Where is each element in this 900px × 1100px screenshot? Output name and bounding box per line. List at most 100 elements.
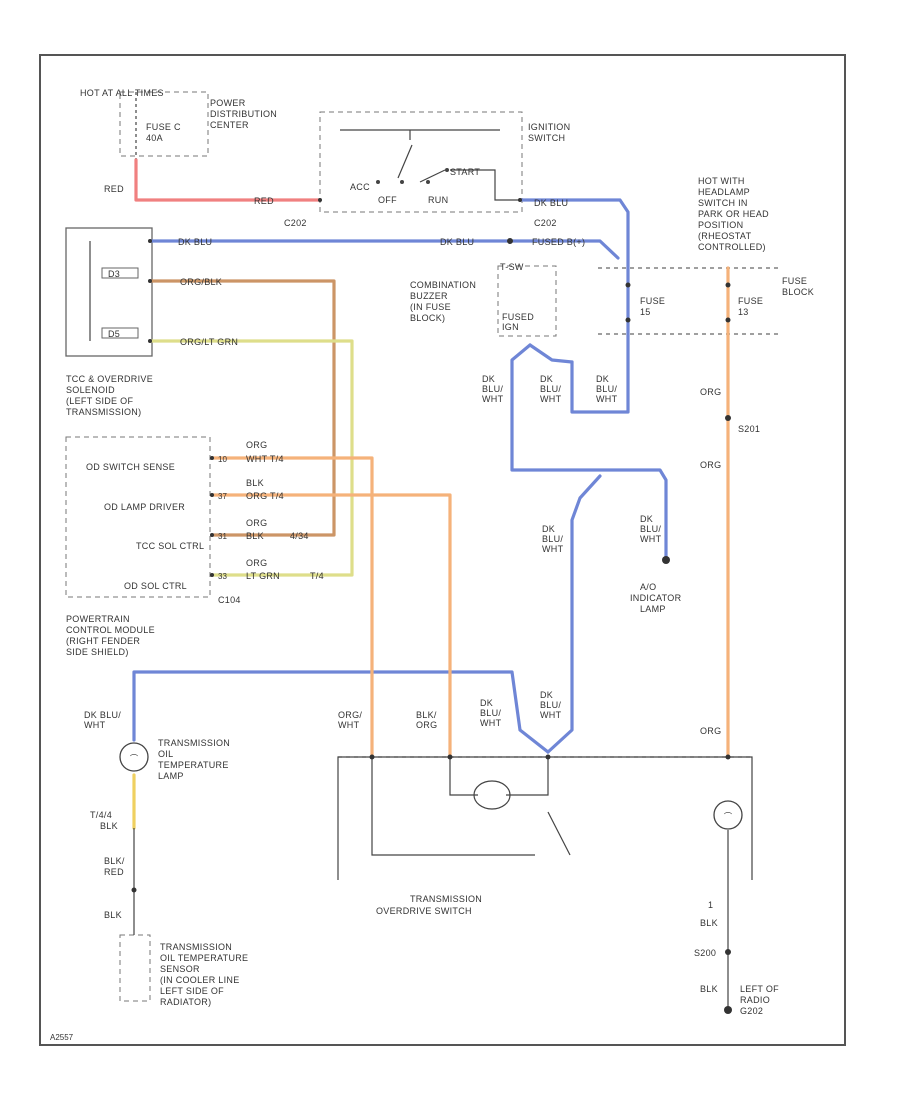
org-wht-wire <box>210 456 374 759</box>
tcc-coil-2 <box>101 327 139 339</box>
red-wire <box>134 158 322 202</box>
pin-10: 10 <box>218 455 227 464</box>
wire-org-4: ORG <box>246 558 267 568</box>
dk-blu-wht-wire-lamp <box>510 343 668 562</box>
od-switch-arm <box>547 811 571 856</box>
combination-buzzer-box <box>497 265 557 337</box>
tcc-coil-1 <box>101 267 139 279</box>
wire-wht-t4: WHT T/4 <box>246 454 284 464</box>
one-label: 1 <box>708 900 713 910</box>
wire-org-t4: ORG T/4 <box>246 491 284 501</box>
fused-b-label: FUSED B(+) <box>532 237 585 247</box>
splice-s201 <box>725 415 731 421</box>
od-internal-right <box>506 757 549 796</box>
pcm-box <box>65 436 211 598</box>
lamp-symbol-right: ⌒ <box>724 812 732 821</box>
ignition-out-line <box>450 169 520 201</box>
od-lamp-bulb <box>713 800 743 830</box>
off-label: OFF <box>378 195 397 205</box>
tcc-solenoid-box <box>65 227 153 357</box>
run-contact <box>426 180 430 184</box>
org-blk-wire <box>148 279 336 537</box>
dk-blu-top-label: DK BLU <box>534 198 568 208</box>
dk-blu-wht-buzzer-link <box>528 343 574 364</box>
oil-temp-sensor-box <box>119 934 151 1002</box>
wire-org-1: ORG <box>246 440 267 450</box>
power-distribution-center-box <box>119 91 209 157</box>
blk-label-1: BLK <box>104 910 122 920</box>
wire-blk-1: BLK <box>246 478 264 488</box>
pin-37: 37 <box>218 492 227 501</box>
ground-g202 <box>724 1006 732 1014</box>
fuse15-top <box>625 282 631 288</box>
fuse13-bottom <box>725 317 731 323</box>
off-contact <box>400 180 404 184</box>
fuse15-bottom <box>625 317 631 323</box>
od-resistor <box>473 780 511 810</box>
dk-blu-label-a: DK BLU <box>178 237 212 247</box>
pin-33: 33 <box>218 572 227 581</box>
wire-4-34: 4/34 <box>290 531 309 541</box>
diagram-frame <box>39 54 846 1046</box>
od-switch-outline <box>337 756 753 880</box>
dk-blu-label-b: DK BLU <box>440 237 474 247</box>
org-lt-grn-label: ORG/LT GRN <box>180 337 238 347</box>
pcm-tcc-sol-ctrl: TCC SOL CTRL <box>136 541 204 551</box>
s201-label: S201 <box>738 424 760 434</box>
d3-label: D3 <box>108 269 120 279</box>
c104-label: C104 <box>218 595 241 605</box>
lamp-symbol-left: ⌒ <box>130 754 138 763</box>
ignition-arm-2 <box>419 169 446 183</box>
org-right-label-3: ORG <box>700 726 721 736</box>
ignition-switch-box <box>319 111 523 213</box>
acc-contact <box>376 180 380 184</box>
start-contact <box>445 168 449 172</box>
oil-temp-lamp-bulb <box>119 742 149 772</box>
dk-blu-wire-top <box>148 239 620 260</box>
ignition-arm <box>397 144 413 179</box>
pcm-od-sol-ctrl: OD SOL CTRL <box>124 581 187 591</box>
t-sw-label: T-SW <box>500 262 524 272</box>
s200-label: S200 <box>694 948 716 958</box>
blk-org-wire <box>210 493 452 759</box>
od-switch-return <box>371 757 535 856</box>
start-label: START <box>450 167 480 177</box>
blk-label-2: BLK <box>700 918 718 928</box>
pin-31: 31 <box>218 532 227 541</box>
c202-left-label: C202 <box>284 218 307 228</box>
diagram-code: A2557 <box>50 1033 74 1042</box>
hot-power-label: HOT AT ALL TIMES <box>80 88 164 98</box>
org-right-label-2: ORG <box>700 460 721 470</box>
org-blk-label: ORG/BLK <box>180 277 222 287</box>
connector-markers <box>131 198 731 893</box>
d5-label: D5 <box>108 329 120 339</box>
ao-lamp-terminal <box>662 556 670 564</box>
wire-lt-grn: LT GRN <box>246 571 280 581</box>
fuse13-top <box>725 282 731 288</box>
dk-blu-wht-wire-lamp-left <box>132 670 550 754</box>
red-label-1: RED <box>104 184 124 194</box>
pcm-od-lamp-driver: OD LAMP DRIVER <box>104 502 185 512</box>
run-label: RUN <box>428 195 448 205</box>
acc-label: ACC <box>350 182 370 192</box>
